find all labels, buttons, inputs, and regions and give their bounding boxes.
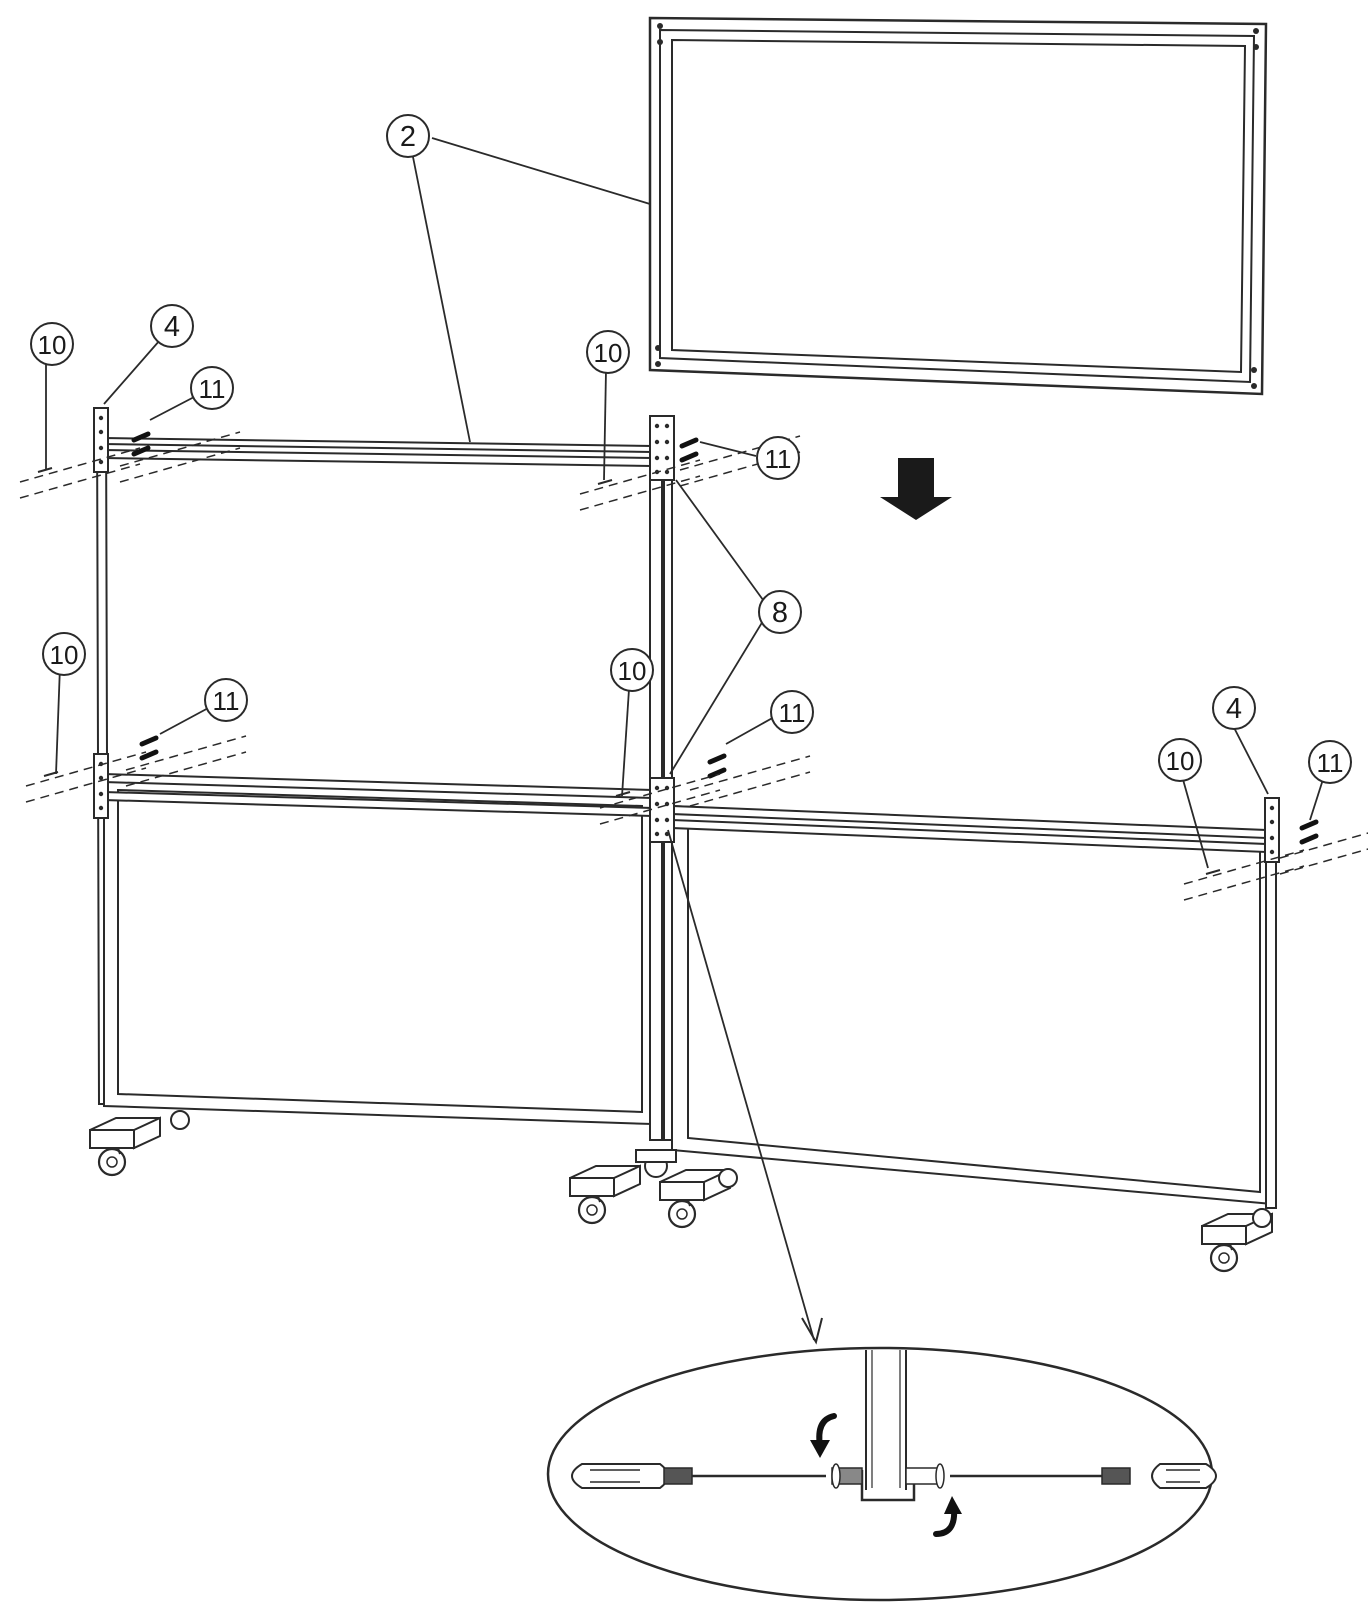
bolt-icon	[142, 738, 156, 758]
callout-label: 10	[618, 656, 647, 686]
callout-8: 8	[758, 590, 802, 634]
callout-4: 4	[150, 304, 194, 348]
callout-10: 10	[586, 330, 630, 374]
connector-plate-top-left	[93, 407, 109, 473]
callout-10: 10	[610, 648, 654, 692]
callout-label: 11	[779, 698, 806, 728]
callout-label: 11	[1317, 748, 1344, 778]
callout-4: 4	[1212, 686, 1256, 730]
caster-wheel-icon	[170, 1110, 1272, 1228]
callout-label: 4	[1226, 693, 1242, 725]
bolt-icon	[682, 440, 696, 460]
callout-label: 10	[50, 640, 79, 670]
callout-11: 11	[770, 690, 814, 734]
callout-label: 11	[765, 444, 792, 474]
screwdriver-icon	[571, 1463, 826, 1489]
zoom-detail	[546, 1346, 1217, 1602]
down-arrow-icon	[880, 458, 952, 520]
callout-label: 10	[1166, 746, 1195, 776]
pointer-arrowhead	[801, 1317, 823, 1345]
callout-label: 11	[213, 686, 240, 716]
callout-label: 4	[164, 311, 180, 343]
connector-plate-top-center	[649, 415, 675, 481]
callout-label: 8	[772, 597, 788, 629]
rotate-arrow-icon	[933, 1496, 962, 1537]
lower-left-board	[103, 773, 653, 1126]
screwdriver-icon	[950, 1463, 1217, 1489]
callout-10: 10	[1158, 738, 1202, 782]
callout-label: 10	[594, 338, 623, 368]
rotate-arrow-icon	[810, 1413, 837, 1458]
callout-11: 11	[1308, 740, 1352, 784]
connector-plate-right	[1264, 797, 1280, 863]
callout-10: 10	[42, 632, 86, 676]
callout-11: 11	[190, 366, 234, 410]
callout-label: 11	[199, 374, 226, 404]
bolt-icon	[1302, 822, 1316, 842]
lower-right-board	[671, 804, 1273, 1206]
upper-top-rail	[103, 436, 653, 468]
caster-wheel-icon	[568, 1164, 642, 1225]
whiteboard-panel-detached	[648, 16, 1268, 396]
connector-plate-mid-center	[649, 777, 675, 843]
callout-11: 11	[756, 436, 800, 480]
callout-label: 2	[400, 121, 416, 153]
caster-wheel-icon	[88, 1116, 162, 1177]
leader-lines	[45, 137, 1327, 1341]
bolt-icon	[710, 756, 724, 776]
callout-2: 2	[386, 114, 430, 158]
callout-label: 10	[38, 330, 67, 360]
callout-11: 11	[204, 678, 248, 722]
callout-10: 10	[30, 322, 74, 366]
